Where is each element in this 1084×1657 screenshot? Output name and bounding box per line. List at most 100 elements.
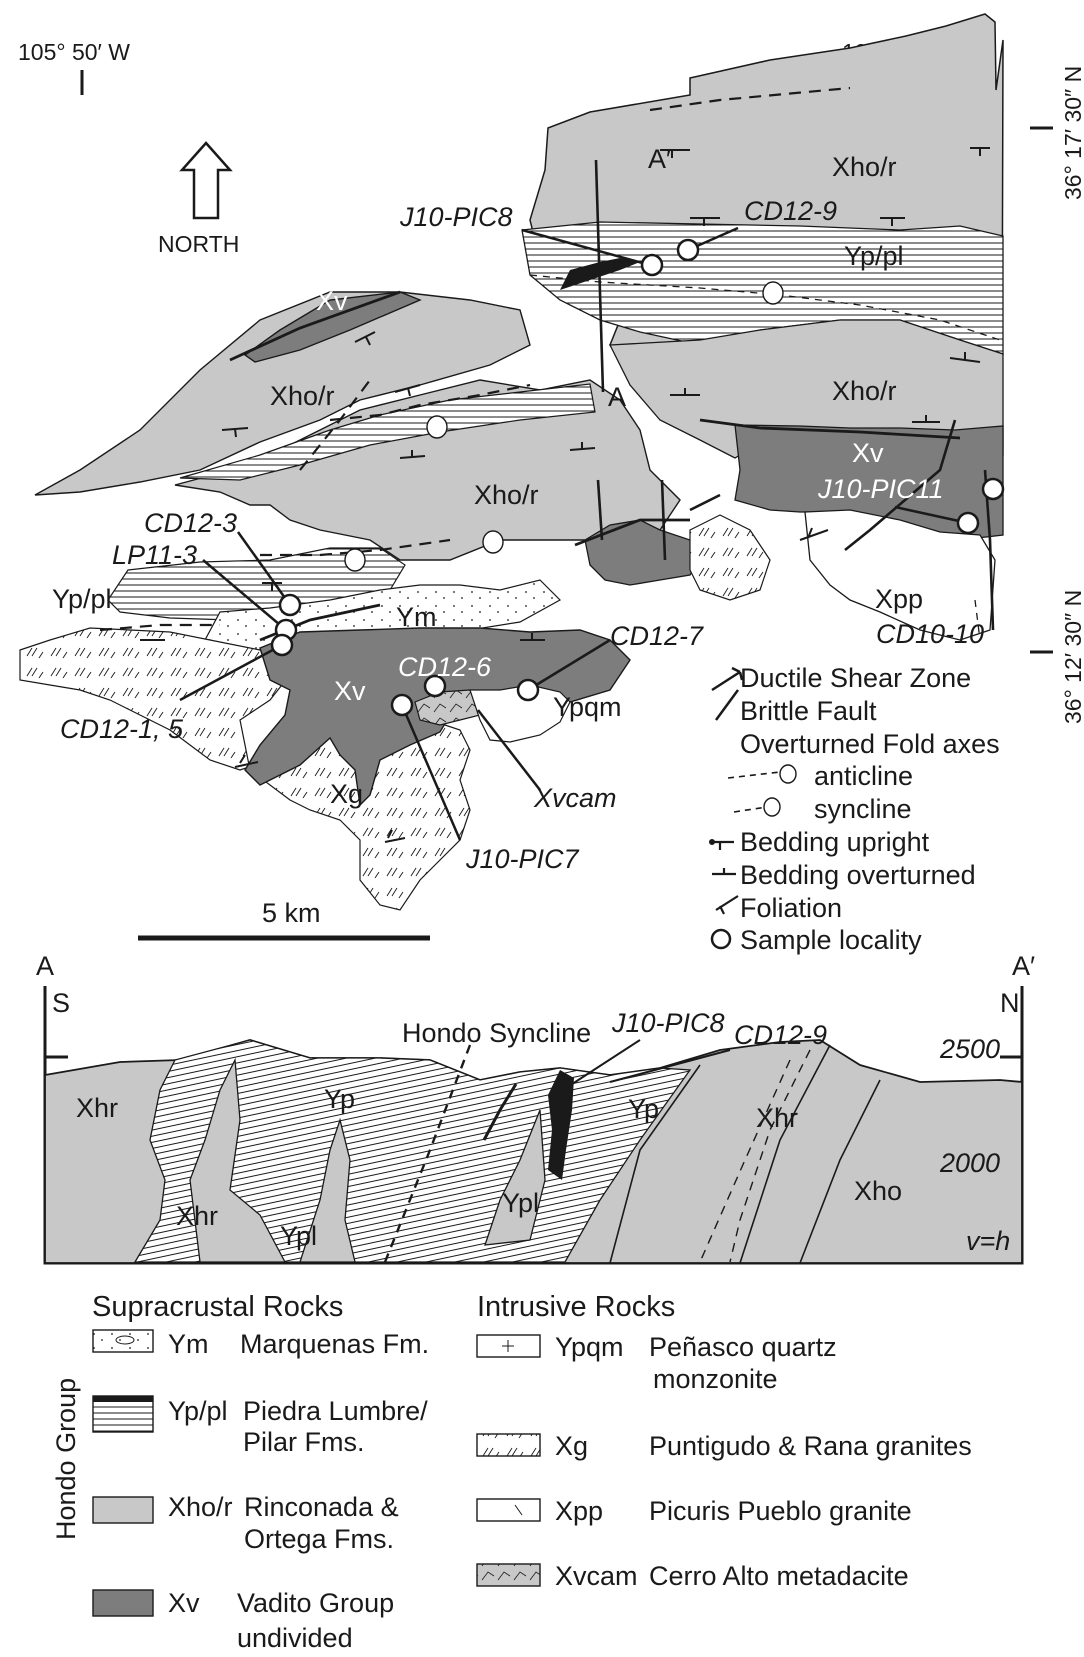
shear-zone-nw [229,290,401,362]
sample-j10-pic8 [640,253,664,277]
legend-anticline: anticline [814,761,913,791]
legend-code-xg: Xg [555,1431,588,1461]
legend-name-xhor-1: Rinconada & [244,1492,399,1522]
structure-symbols [140,147,990,843]
leader-cd12-3 [236,531,292,606]
bedding-overturned-icon [712,868,736,876]
legend-name-xv-1: Vadito Group [237,1588,394,1618]
unit-xhor-nw [34,291,531,496]
map-label-a-prime: A′ [648,144,671,174]
sample-j10-pic11 [956,511,980,535]
cross-section: A A′ S N Hondo S [36,951,1035,1265]
legend-code-ym: Ym [168,1329,209,1359]
section-left-end: A [36,951,54,981]
legend-name-xv-2: undivided [237,1623,353,1653]
dotted-line-e [974,599,981,641]
leader-cd12-7 [527,638,611,692]
section-hondo-syncline: Hondo Syncline [402,1018,591,1048]
hondo-group-label: Hondo Group [51,1378,81,1540]
swatch-xg [476,1433,541,1457]
map-label-ypqm: Ypqm [553,692,622,722]
swatch-xv [92,1589,154,1617]
section-black-body [548,1070,574,1180]
section-leader-j10-pic8 [565,1039,641,1089]
north-arrow-icon [179,141,233,220]
section-black-lens [482,1083,518,1141]
swatch-ypqm-plus-icon [502,1340,514,1352]
sample-locality-icon [710,928,732,950]
map-label-yppl-ne: Yp/pl [844,241,904,271]
section-elev-2500: 2500 [939,1034,1000,1064]
dashed-fault-nw [299,379,371,471]
sample-cd12-9 [676,238,700,262]
section-label-yp-right: Yp [628,1094,659,1124]
swatch-yppl-top [93,1396,153,1402]
legend-ductile-shear: Ductile Shear Zone [740,663,971,693]
leader-j10-pic8 [521,228,651,267]
unit-xv-nw [243,291,422,363]
map-label-xhor-e: Xho/r [832,376,897,406]
leader-cd12-1-5 [179,643,283,702]
anticline-symbol-c [482,530,504,554]
dashed-line-n [649,86,851,112]
section-xhr-finger-3 [484,1109,546,1246]
map-label-xv-nw: Xv [316,286,348,316]
sample-label-cd10-10: CD10-10 [876,619,984,649]
section-elev-2000: 2000 [939,1148,1000,1178]
swatch-xhor [92,1496,154,1524]
map-label-xvcam: Xvcam [533,783,617,813]
swatch-xpp [476,1498,541,1522]
map-label-xv-sw: Xv [334,676,366,706]
section-right-dir: N [1000,988,1020,1018]
legend-syncline: syncline [814,794,912,824]
section-right-end: A′ [1012,951,1035,981]
foliation-icon [715,895,739,915]
section-xhr-finger-1 [189,1057,287,1263]
section-label-ypl: Ypl [280,1221,317,1251]
map-label-xpp: Xpp [875,584,923,614]
hondo-syncline-axis [383,1044,472,1263]
section-contact-1 [609,1064,701,1264]
map-label-xg: Xg [330,779,363,809]
legend-code-xv: Xv [168,1588,200,1618]
legend-bedding-upright: Bedding upright [740,827,930,857]
sample-label-cd12-1-5: CD12-1, 5 [60,714,184,744]
legend-name-xpp: Picuris Pueblo granite [649,1496,912,1526]
section-label-ypl-center: Ypl [502,1188,539,1218]
leader-xvcam [477,709,541,791]
brittle-fault-c3 [689,493,721,512]
legend-name-ypqm-1: Peñasco quartz [649,1332,837,1362]
leader-lp11-3 [202,559,287,631]
map-area: Xho/r Yp/pl Xho/r Xv Xv Xho/r Xho/r Yp/p… [19,13,1005,911]
bedding-upright-dot-icon [709,839,715,845]
section-dashed-2 [699,1059,791,1263]
section-xhr-finger-2 [299,1117,356,1263]
latitude-north-label: 36° 17′ 30″ N [1060,66,1084,200]
sample-label-lp11-3: LP11-3 [112,540,197,570]
unit-yppl-central [179,383,596,481]
syncline-symbol-ne [762,281,784,305]
latitude-south-label: 36° 12′ 30″ N [1060,590,1084,724]
section-label-xhr-bottom: Xhr [176,1201,218,1231]
brittle-fault-icon [714,689,740,721]
swatch-xvcam [476,1563,541,1587]
section-contact-3 [799,1079,881,1264]
section-contact-2 [739,1044,831,1264]
north-label: NORTH [158,231,239,257]
legend-sample-locality: Sample locality [740,925,922,955]
legend-code-xvcam: Xvcam [555,1561,638,1591]
anticline-icon [779,764,797,784]
section-vh: v=h [966,1226,1010,1256]
fold-axis-w [99,623,220,632]
section-line-a [594,159,605,393]
section-label-xho: Xho [854,1176,902,1206]
section-sample-j10-pic8: J10-PIC8 [611,1008,725,1038]
legend-bedding-overturned: Bedding overturned [740,860,976,890]
supracrustal-title: Supracrustal Rocks [92,1291,343,1323]
legend-name-ypqm-2: monzonite [653,1364,778,1394]
legend-name-xhor-2: Ortega Fms. [244,1524,394,1554]
map-label-xv-ne: Xv [852,438,884,468]
anticline-symbol-sw [344,548,366,572]
sample-cd12-7 [516,678,540,702]
map-label-yppl-sw: Yp/pl [52,584,112,614]
